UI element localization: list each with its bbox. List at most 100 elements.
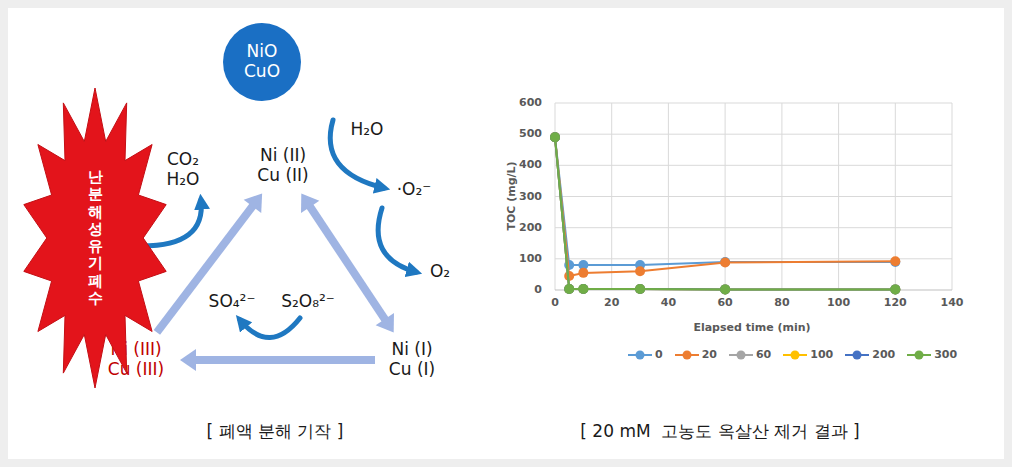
legend-text: 60	[756, 348, 771, 361]
data-line	[555, 137, 895, 289]
data-marker	[720, 284, 730, 294]
arrow-head	[180, 349, 196, 371]
data-marker	[635, 266, 645, 276]
legend-text: 20	[702, 348, 717, 361]
data-line	[555, 137, 895, 276]
data-marker	[550, 132, 560, 142]
tick-label: 60	[717, 297, 732, 310]
data-line	[555, 137, 895, 289]
data-marker	[635, 284, 645, 294]
data-marker	[550, 132, 560, 142]
tick-label: 600	[519, 97, 542, 110]
cycle-arrow	[301, 194, 394, 333]
data-marker	[564, 284, 574, 294]
burst-outline	[24, 88, 166, 388]
tick-label: 100	[519, 252, 542, 265]
data-marker	[550, 132, 560, 142]
panel	[8, 8, 1004, 459]
cycle-arrow	[180, 349, 375, 371]
data-line	[555, 137, 895, 289]
data-marker	[890, 257, 900, 267]
data-marker	[578, 268, 588, 278]
node-text: NiO CuO	[244, 42, 280, 81]
legend-text: 100	[810, 348, 833, 361]
arrow-head	[301, 194, 319, 213]
tick-label: 120	[884, 297, 907, 310]
curved-arrow	[330, 120, 384, 188]
arrow-shaft	[192, 356, 375, 364]
curved-arrow	[240, 318, 300, 338]
chart-grid	[555, 103, 952, 290]
data-marker	[578, 284, 588, 294]
tick-label: 200	[519, 221, 542, 234]
arrow-head	[244, 194, 262, 213]
catalyst-circle: NiO CuO	[223, 23, 301, 101]
state-label: Ni (I) Cu (I)	[381, 338, 443, 381]
node-text: Ni (I) Cu (I)	[383, 340, 441, 379]
data-marker	[564, 284, 574, 294]
node-text: Ni (III) Cu (III)	[100, 340, 172, 379]
data-marker	[564, 284, 574, 294]
tick-label: 40	[661, 297, 676, 310]
data-marker	[550, 132, 560, 142]
data-marker	[550, 132, 560, 142]
legend-swatch	[729, 349, 753, 361]
tick-label: 0	[534, 284, 542, 297]
data-marker	[635, 284, 645, 294]
data-line	[555, 137, 895, 265]
tick-label: 300	[519, 190, 542, 203]
chem-label: O₂	[430, 262, 450, 282]
chem-label: H₂O	[351, 120, 384, 140]
cycle-arrow	[157, 194, 262, 333]
arrow-shaft	[157, 203, 255, 332]
legend-text: 300	[934, 348, 957, 361]
chem-label: SO₄²⁻	[209, 292, 256, 312]
axis-title: TOC (mg/L)	[506, 161, 519, 230]
data-marker	[564, 284, 574, 294]
legend-swatch	[675, 349, 699, 361]
tick-label: 500	[519, 128, 542, 141]
caption: [ 20 mM 고농도 옥살산 제거 결과 ]	[580, 422, 859, 442]
node-text: 난분해성 유기폐수	[88, 169, 103, 307]
tick-label: 100	[827, 297, 850, 310]
tick-label: 0	[551, 297, 559, 310]
arrow-head	[376, 313, 394, 332]
chem-label: ·O₂⁻	[397, 180, 432, 200]
data-marker	[890, 256, 900, 266]
node-text: Ni (II) Cu (II)	[251, 146, 315, 185]
tick-label: 400	[519, 159, 542, 172]
tick-label: 20	[604, 297, 619, 310]
chem-label: S₂O₈²⁻	[281, 292, 335, 312]
data-marker	[890, 284, 900, 294]
chart-series	[550, 132, 900, 294]
data-line	[555, 137, 895, 289]
data-marker	[550, 132, 560, 142]
data-marker	[890, 284, 900, 294]
data-marker	[720, 257, 730, 267]
data-marker	[720, 284, 730, 294]
curved-arrow	[378, 208, 416, 272]
tick-label: 80	[774, 297, 789, 310]
data-marker	[635, 284, 645, 294]
legend-swatch	[628, 349, 652, 361]
data-marker	[578, 284, 588, 294]
legend-swatch	[845, 349, 869, 361]
product-label: CO₂ H₂O	[167, 150, 200, 189]
data-marker	[578, 284, 588, 294]
axis-title: Elapsed time (min)	[693, 322, 810, 335]
data-marker	[720, 258, 730, 268]
legend-text: 200	[872, 348, 895, 361]
data-marker	[890, 284, 900, 294]
data-marker	[578, 284, 588, 294]
wastewater-burst: 난분해성 유기폐수	[20, 86, 170, 390]
data-marker	[890, 284, 900, 294]
legend-text: 0	[655, 348, 663, 361]
state-label: Ni (II) Cu (II)	[249, 144, 317, 187]
legend-swatch	[783, 349, 807, 361]
state-label: Ni (III) Cu (III)	[98, 338, 174, 381]
data-marker	[720, 284, 730, 294]
data-marker	[635, 284, 645, 294]
